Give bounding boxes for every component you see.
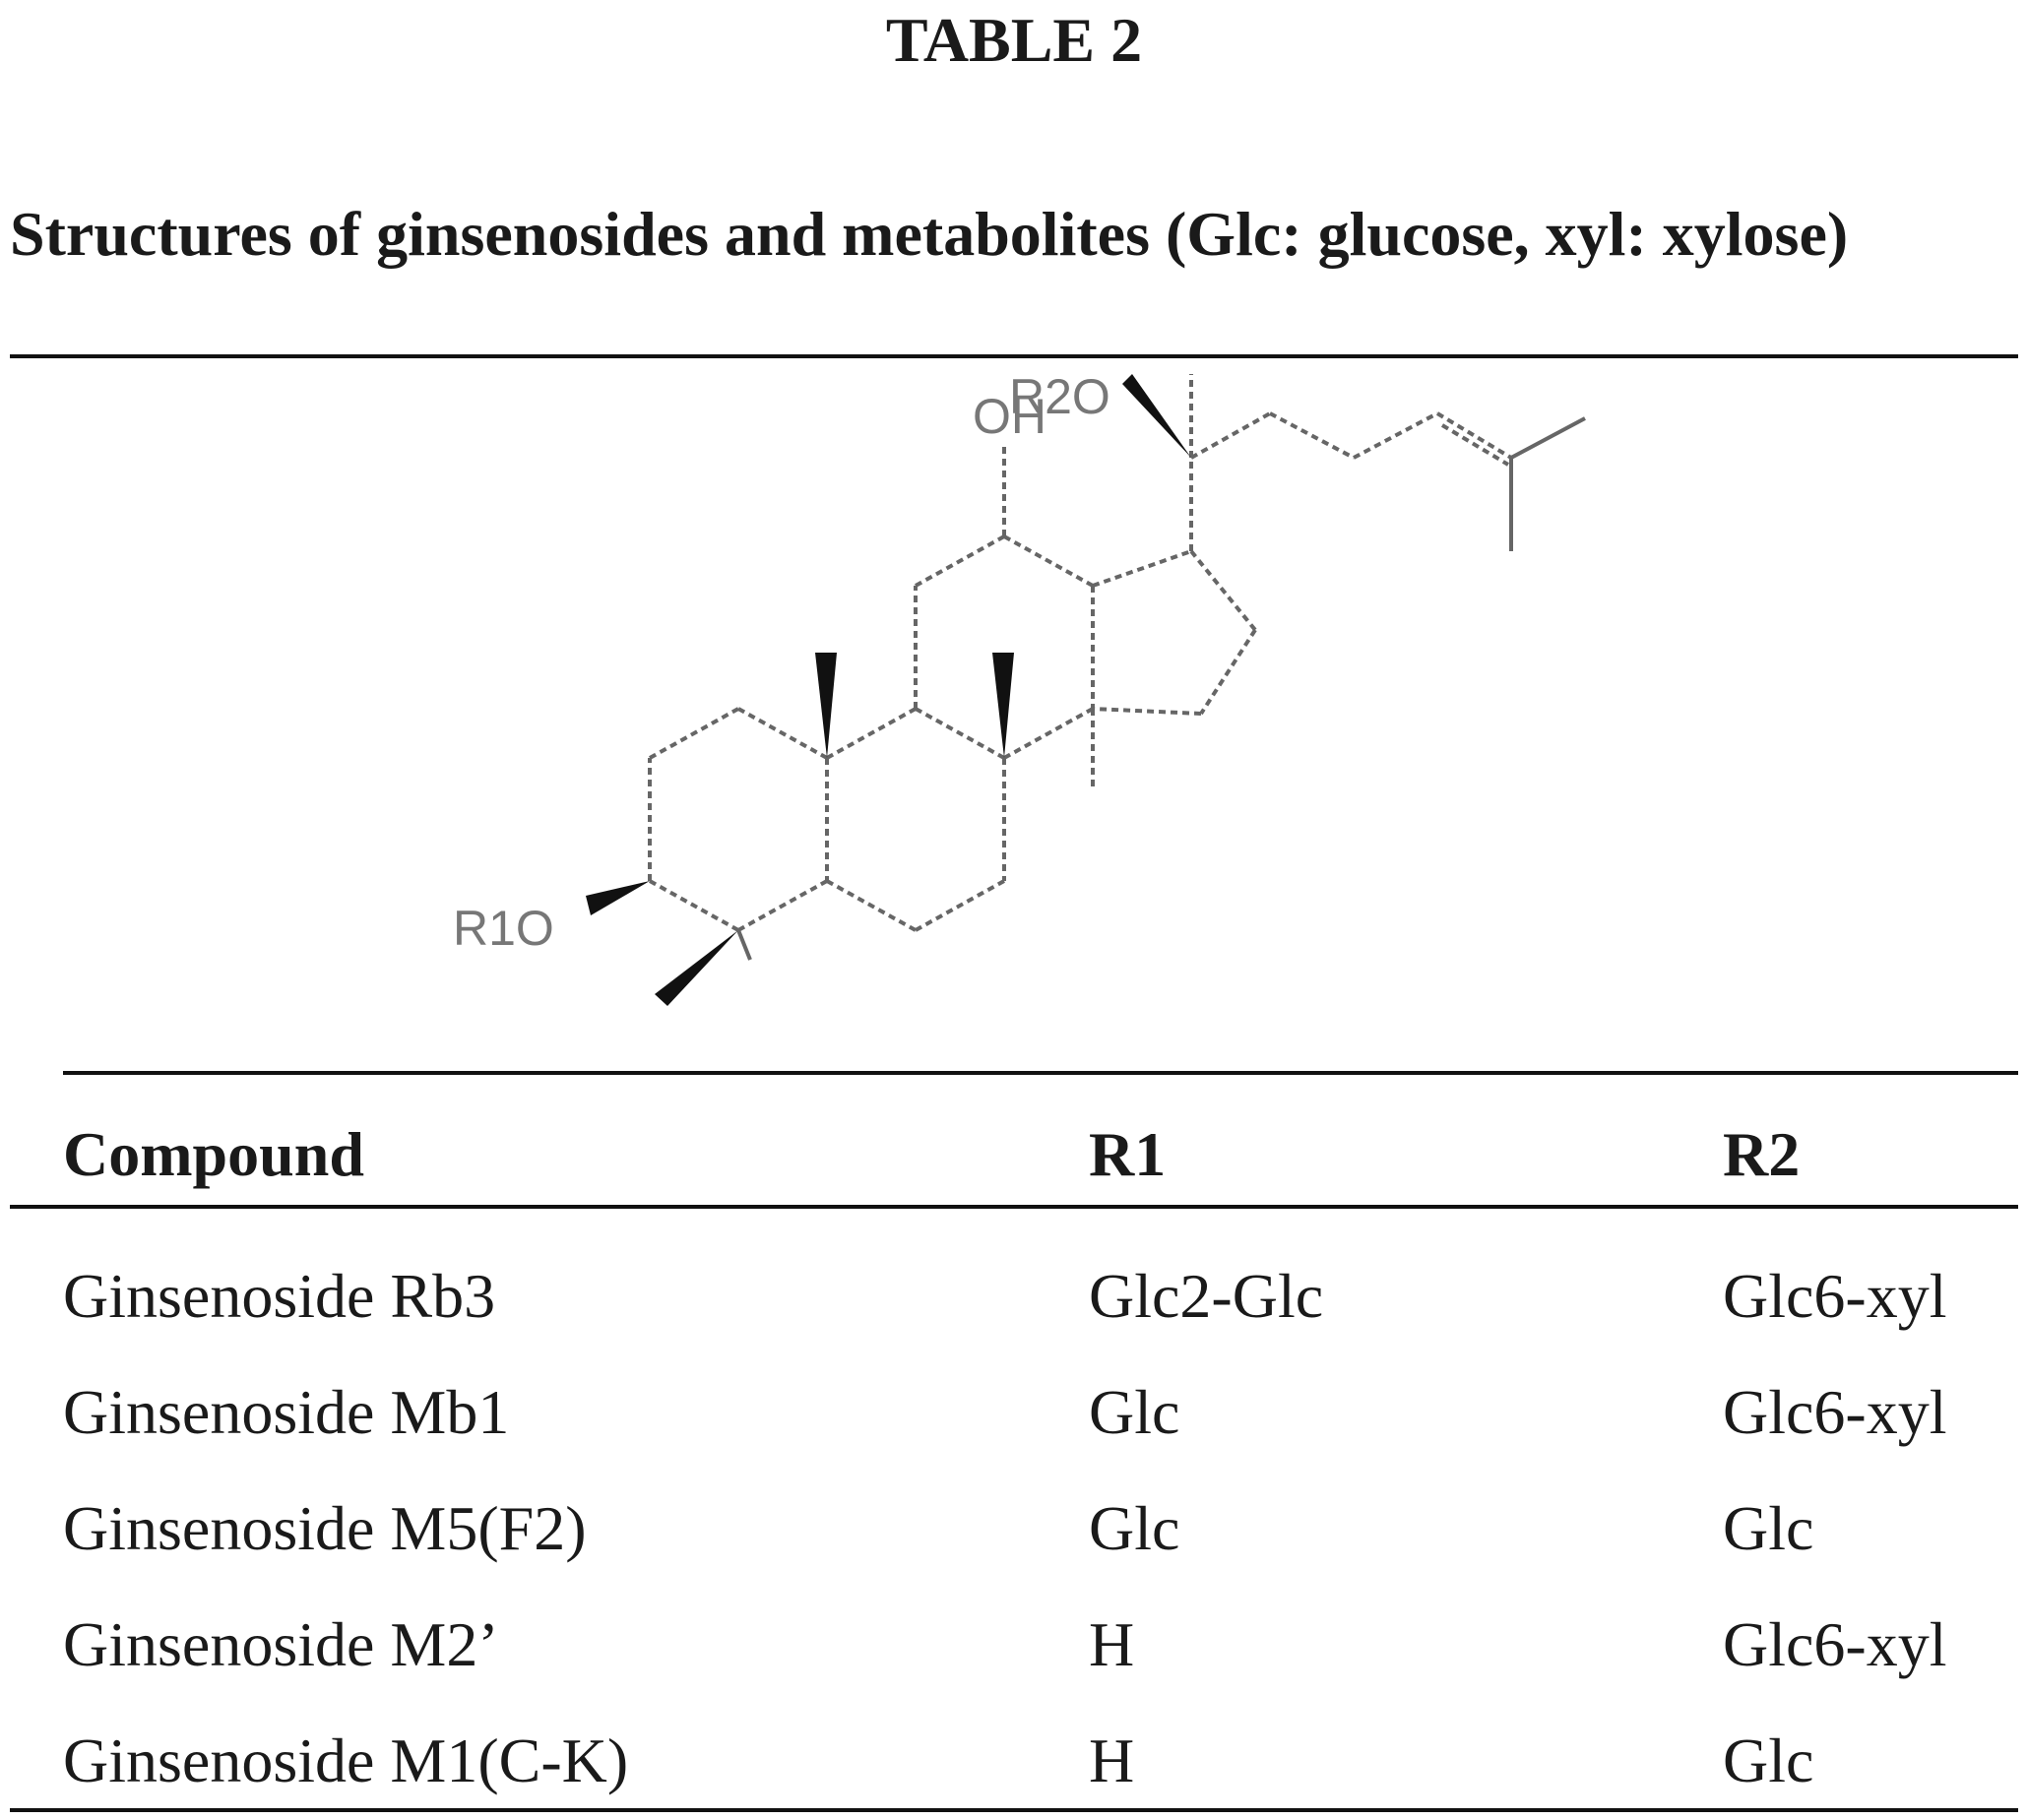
r2o-label: R2O <box>1009 369 1110 424</box>
table-row: Ginsenoside Rb3 Glc2-Glc Glc6-xyl <box>0 1242 2028 1350</box>
r1-cell: Glc <box>1089 1493 1180 1563</box>
r2-cell: Glc6-xyl <box>1723 1377 1947 1447</box>
compound-cell: Ginsenoside M2’ <box>63 1609 499 1679</box>
r1-cell: H <box>1089 1609 1135 1679</box>
r2-cell: Glc <box>1723 1726 1814 1795</box>
table-row: Ginsenoside M2’ H Glc6-xyl <box>0 1591 2028 1699</box>
table-header-row: Compound R1 R2 <box>0 1100 2028 1209</box>
compound-cell: Ginsenoside Mb1 <box>63 1377 510 1447</box>
r1-cell: H <box>1089 1726 1135 1795</box>
ginsenoside-structure-diagram: OH R2O R1O <box>433 364 1654 1053</box>
table-label: TABLE 2 <box>885 5 1143 75</box>
r1o-label: R1O <box>453 901 554 956</box>
header-rule <box>10 1205 2018 1209</box>
compound-cell: Ginsenoside M5(F2) <box>63 1493 587 1563</box>
table-row: Ginsenoside Mb1 Glc Glc6-xyl <box>0 1358 2028 1467</box>
compound-cell: Ginsenoside M1(C-K) <box>63 1726 629 1795</box>
bottom-rule <box>10 1808 2018 1812</box>
table-row: Ginsenoside M5(F2) Glc Glc <box>0 1475 2028 1583</box>
oh-label: OH <box>973 389 1046 444</box>
r2-cell: Glc6-xyl <box>1723 1261 1947 1331</box>
r1-cell: Glc <box>1089 1377 1180 1447</box>
structure-divider-rule <box>63 1071 2018 1075</box>
top-rule <box>10 354 2018 358</box>
header-compound: Compound <box>63 1119 364 1189</box>
r1-cell: Glc2-Glc <box>1089 1261 1324 1331</box>
r2-cell: Glc6-xyl <box>1723 1609 1947 1679</box>
table-row: Ginsenoside M1(C-K) H Glc <box>0 1707 2028 1815</box>
header-r2: R2 <box>1723 1119 1801 1189</box>
table-title: Structures of ginsenosides and metabolit… <box>10 199 1849 269</box>
header-r1: R1 <box>1089 1119 1167 1189</box>
compound-cell: Ginsenoside Rb3 <box>63 1261 496 1331</box>
r2-cell: Glc <box>1723 1493 1814 1563</box>
